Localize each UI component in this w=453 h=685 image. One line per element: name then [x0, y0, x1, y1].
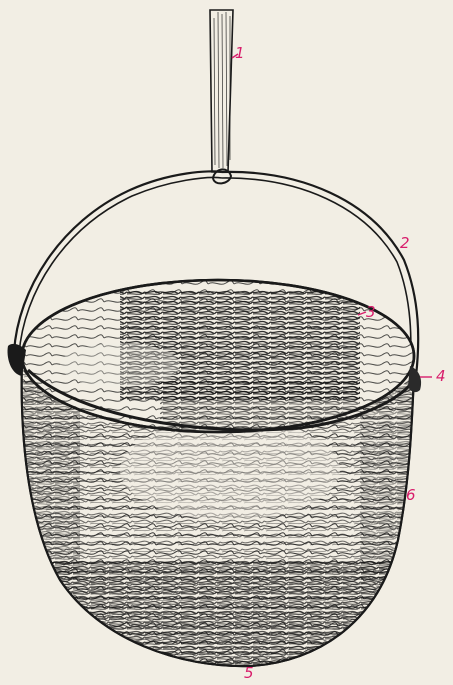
- callout-label-4: 4: [436, 369, 446, 384]
- callout-label-1: 1: [235, 46, 245, 61]
- callout-label-2: 2: [400, 236, 410, 251]
- callout-label-3: 3: [366, 305, 376, 320]
- hanging-rod: [210, 10, 233, 183]
- callout-label-5: 5: [244, 666, 254, 681]
- callout-label-6: 6: [406, 488, 416, 503]
